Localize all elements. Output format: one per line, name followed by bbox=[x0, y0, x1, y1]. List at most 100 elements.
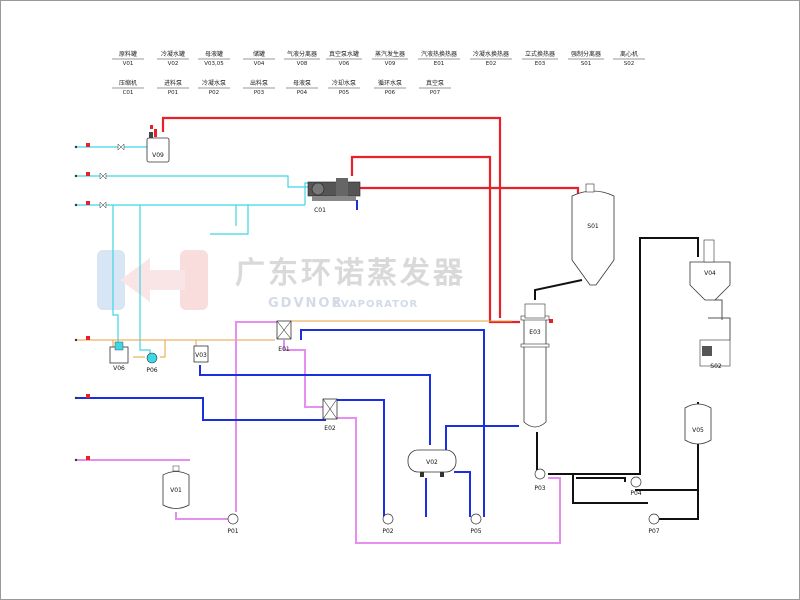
pump-p07: P07 bbox=[648, 513, 660, 535]
chilled-water-line bbox=[76, 200, 519, 517]
legend-item: 冷凝水换热器 E02 bbox=[470, 50, 512, 67]
tag-e01: E01 bbox=[278, 346, 290, 353]
svg-text:V06: V06 bbox=[339, 61, 350, 67]
pump-p03: P03 bbox=[534, 468, 546, 492]
svg-text:C01: C01 bbox=[123, 90, 134, 96]
tag-p03: P03 bbox=[534, 485, 545, 492]
legend-item: 出料泵 P03 bbox=[243, 79, 275, 96]
tag-s02: S02 bbox=[710, 363, 722, 370]
svg-text:汽液热换热器: 汽液热换热器 bbox=[421, 50, 457, 58]
inlet-marker-icon bbox=[74, 174, 78, 178]
svg-text:V08: V08 bbox=[297, 61, 308, 67]
tank-v06: V06 bbox=[109, 341, 129, 372]
legend-item: 压缩机 C01 bbox=[112, 79, 144, 96]
pump-p02: P02 bbox=[382, 513, 394, 535]
tag-v02: V02 bbox=[426, 459, 438, 466]
tag-v04: V04 bbox=[704, 270, 716, 277]
gauge-icon bbox=[86, 394, 90, 398]
svg-text:离心机: 离心机 bbox=[620, 50, 638, 58]
inlet-marker-icon bbox=[74, 396, 78, 400]
svg-text:P04: P04 bbox=[297, 90, 308, 96]
valve-icon bbox=[117, 143, 125, 151]
svg-text:P05: P05 bbox=[339, 90, 350, 96]
legend-item: 冷却水泵 P05 bbox=[328, 79, 360, 96]
tank-v03: V03 bbox=[193, 345, 209, 363]
gauge-icon bbox=[150, 125, 153, 129]
product-line bbox=[534, 237, 699, 520]
gauge-icon bbox=[86, 456, 90, 460]
svg-text:P02: P02 bbox=[209, 90, 219, 96]
svg-text:P06: P06 bbox=[385, 90, 396, 96]
centrifuge-s02: S02 bbox=[699, 339, 731, 370]
watermark-suffix: EVAPORATOR bbox=[333, 299, 418, 310]
gauge-icon bbox=[86, 336, 90, 340]
svg-text:E02: E02 bbox=[486, 61, 496, 67]
inlet-marker-icon bbox=[74, 458, 78, 462]
svg-text:V03,05: V03,05 bbox=[204, 61, 224, 67]
tag-e03: E03 bbox=[529, 329, 541, 336]
heat-exchanger-e01: E01 bbox=[276, 320, 292, 353]
feed-line bbox=[76, 321, 561, 544]
svg-text:循环水泵: 循环水泵 bbox=[378, 79, 402, 87]
tag-v05: V05 bbox=[692, 427, 704, 434]
valve-icon bbox=[99, 172, 107, 180]
svg-text:P01: P01 bbox=[168, 90, 178, 96]
svg-text:V01: V01 bbox=[123, 61, 134, 67]
tag-p06: P06 bbox=[146, 367, 157, 374]
tag-v06: V06 bbox=[113, 365, 125, 372]
svg-text:S01: S01 bbox=[581, 61, 592, 67]
svg-text:V02: V02 bbox=[168, 61, 179, 67]
svg-text:储罐: 储罐 bbox=[253, 50, 265, 58]
vacuum-line bbox=[708, 299, 731, 340]
gauge-icon bbox=[86, 201, 90, 205]
tag-p07: P07 bbox=[648, 528, 659, 535]
svg-text:蒸汽发生器: 蒸汽发生器 bbox=[375, 50, 405, 58]
gauge-icon bbox=[549, 319, 553, 323]
svg-text:V09: V09 bbox=[385, 61, 396, 67]
tank-v01: V01 bbox=[162, 465, 190, 509]
tag-e02: E02 bbox=[324, 425, 336, 432]
pump-p01: P01 bbox=[227, 513, 239, 535]
watermark-company: 广东环诺蒸发器 bbox=[235, 256, 466, 291]
separator-s01: S01 bbox=[571, 183, 615, 286]
tag-p02: P02 bbox=[382, 528, 393, 535]
svg-text:真空泵: 真空泵 bbox=[426, 79, 444, 87]
svg-text:S02: S02 bbox=[624, 61, 635, 67]
legend-item: 强制分离器 S01 bbox=[568, 50, 604, 67]
tag-v01: V01 bbox=[170, 487, 182, 494]
inlet-marker-icon bbox=[74, 145, 78, 149]
valves bbox=[74, 125, 553, 462]
svg-text:压缩机: 压缩机 bbox=[119, 79, 137, 87]
steam-generator-v09: V09 bbox=[146, 129, 170, 163]
gauge-icon bbox=[86, 143, 90, 147]
pump-p06: P06 bbox=[146, 352, 158, 374]
svg-text:出料泵: 出料泵 bbox=[250, 79, 268, 87]
svg-text:冷却水泵: 冷却水泵 bbox=[332, 79, 356, 87]
tag-s01: S01 bbox=[587, 223, 599, 230]
tag-p04: P04 bbox=[630, 490, 641, 497]
legend-item: 蒸汽发生器 V09 bbox=[372, 50, 408, 67]
equipment: V09 C01 S01 E03 V04 bbox=[109, 129, 731, 535]
svg-text:强制分离器: 强制分离器 bbox=[571, 50, 601, 58]
tag-c01: C01 bbox=[314, 207, 326, 214]
svg-text:P03: P03 bbox=[254, 90, 265, 96]
legend-item: 循环水泵 P06 bbox=[374, 79, 406, 96]
legend-item: 真空泵水罐 V06 bbox=[326, 50, 362, 67]
inlet-marker-icon bbox=[74, 338, 78, 342]
condensate-line bbox=[76, 320, 512, 358]
heat-exchanger-e03: E03 bbox=[520, 303, 550, 428]
compressor-c01: C01 bbox=[307, 178, 361, 214]
pipelines bbox=[76, 116, 731, 544]
svg-text:冷凝水换热器: 冷凝水换热器 bbox=[473, 50, 509, 58]
svg-text:真空泵水罐: 真空泵水罐 bbox=[329, 50, 359, 58]
tank-v04: V04 bbox=[689, 239, 731, 301]
